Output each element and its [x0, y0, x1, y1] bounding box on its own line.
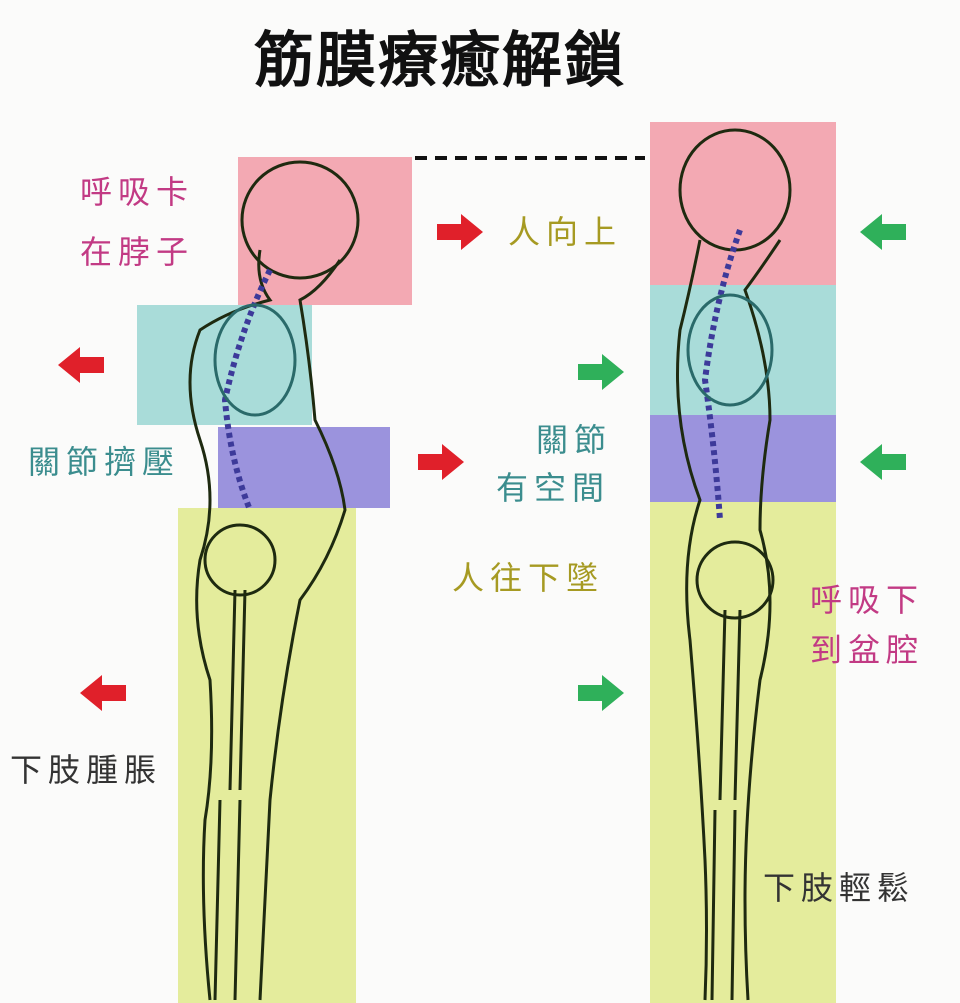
- red-arrow-right-icon: [418, 444, 464, 480]
- right-legs-zone: [650, 502, 836, 1003]
- down-label: 人往下墜: [452, 559, 605, 597]
- left-legs-label: 下肢腫脹: [10, 751, 163, 789]
- left-breath-label-line2: 在脖子: [80, 233, 195, 271]
- left-joint-label: 關節擠壓: [28, 443, 181, 481]
- page-title: 筋膜療癒解鎖: [254, 26, 626, 96]
- right-breath-label-line1: 呼吸下: [810, 581, 925, 619]
- green-arrow-right-icon: [578, 354, 624, 390]
- space-label-line2: 有空間: [496, 469, 611, 507]
- red-arrow-right-icon: [437, 214, 483, 250]
- left-figure: [188, 160, 360, 1001]
- red-arrow-left-icon: [58, 347, 104, 383]
- right-legs-label: 下肢輕鬆: [763, 869, 916, 907]
- right-chest-zone: [650, 285, 836, 415]
- left-breath-label-line1: 呼吸卡: [80, 173, 195, 211]
- right-breath-label-line2: 到盆腔: [810, 631, 925, 669]
- green-arrow-left-icon: [860, 444, 906, 480]
- space-label-line1: 關節: [536, 421, 613, 459]
- up-label: 人向上: [508, 213, 623, 251]
- left-legs-zone: [178, 508, 356, 1003]
- green-arrow-right-icon: [578, 675, 624, 711]
- green-arrow-left-icon: [860, 214, 906, 250]
- right-figure: [676, 128, 792, 1001]
- red-arrow-left-icon: [80, 675, 126, 711]
